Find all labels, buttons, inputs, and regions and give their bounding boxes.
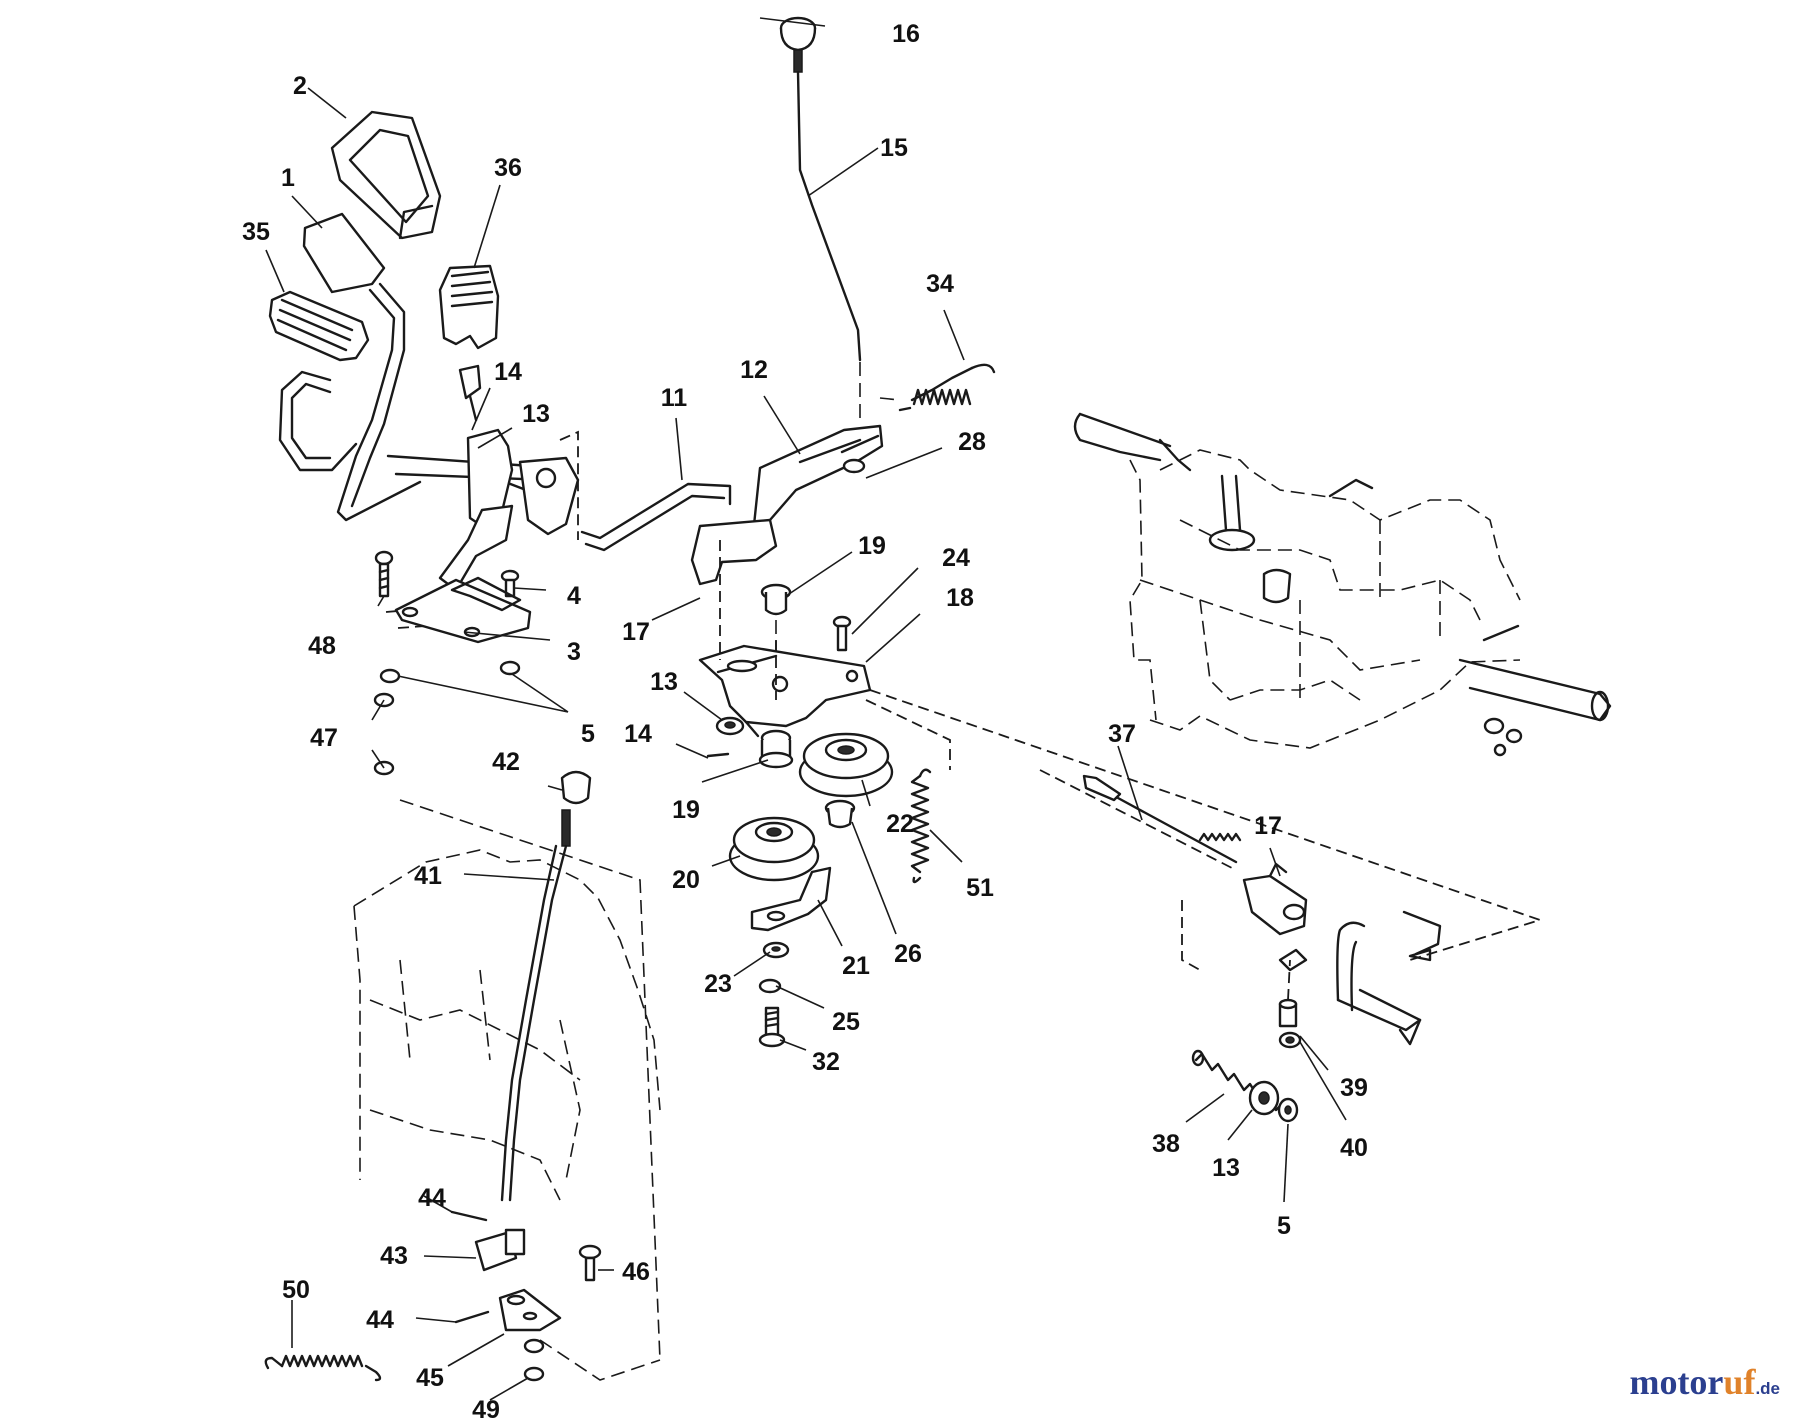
callout-5-left: 5 bbox=[581, 720, 595, 748]
part-46-bolt bbox=[578, 1244, 602, 1282]
callout-34: 34 bbox=[926, 270, 954, 298]
part-44-pin-lower bbox=[454, 1310, 490, 1324]
callout-51: 51 bbox=[966, 874, 994, 902]
callout-48: 48 bbox=[308, 632, 336, 660]
callout-3: 3 bbox=[567, 638, 581, 666]
watermark-tld: .de bbox=[1755, 1379, 1780, 1398]
part-39-bushing bbox=[1278, 998, 1298, 1028]
callout-35: 35 bbox=[242, 218, 270, 246]
callout-44-upper: 44 bbox=[418, 1184, 446, 1212]
callout-19-lower: 19 bbox=[672, 796, 700, 824]
part-2-pedal-pad bbox=[330, 110, 442, 240]
callout-24: 24 bbox=[942, 544, 970, 572]
watermark-name: motor bbox=[1629, 1362, 1724, 1402]
callout-4: 4 bbox=[567, 582, 581, 610]
callout-15: 15 bbox=[880, 134, 908, 162]
callout-13-right: 13 bbox=[1212, 1154, 1240, 1182]
part-44-pin-upper bbox=[450, 1210, 488, 1222]
part-49-nuts bbox=[523, 1338, 545, 1382]
part-1-pad bbox=[302, 212, 386, 294]
part-16-knob bbox=[779, 16, 817, 73]
part-35-pedal-pad bbox=[268, 290, 370, 362]
callout-28: 28 bbox=[958, 428, 986, 456]
callout-18: 18 bbox=[946, 584, 974, 612]
part-5-nuts bbox=[379, 660, 521, 684]
callout-17-right: 17 bbox=[1254, 812, 1282, 840]
fender-cover bbox=[353, 799, 661, 1381]
part-42-knob bbox=[560, 770, 592, 805]
callout-38: 38 bbox=[1152, 1130, 1180, 1158]
part-18-bracket bbox=[698, 644, 872, 738]
callout-40: 40 bbox=[1340, 1134, 1368, 1162]
part-23-washer bbox=[762, 941, 790, 959]
part-12-shift-lever bbox=[690, 424, 884, 586]
leader-lines bbox=[265, 17, 1347, 1401]
part-20-pulley bbox=[728, 816, 820, 882]
part-36-pedal bbox=[438, 264, 500, 350]
callout-41: 41 bbox=[414, 862, 442, 890]
callout-25: 25 bbox=[832, 1008, 860, 1036]
callout-26: 26 bbox=[894, 940, 922, 968]
callout-21: 21 bbox=[842, 952, 870, 980]
callout-23: 23 bbox=[704, 970, 732, 998]
callout-37: 37 bbox=[1108, 720, 1136, 748]
transmission-arm bbox=[1278, 910, 1442, 1046]
callout-5-right: 5 bbox=[1277, 1212, 1291, 1240]
callout-13: 13 bbox=[522, 400, 550, 428]
part-50-spring bbox=[264, 1354, 382, 1382]
part-15-shift-rod bbox=[796, 70, 862, 362]
callout-labels: 16 15 2 36 1 35 34 14 13 11 12 28 19 24 … bbox=[242, 20, 1368, 1419]
part-14-pin bbox=[706, 752, 730, 758]
part-26-bushing bbox=[824, 799, 856, 829]
part-41-rod bbox=[500, 809, 571, 1202]
part-40-nut bbox=[1278, 1031, 1302, 1049]
part-43-arm bbox=[474, 1228, 526, 1272]
callout-46: 46 bbox=[622, 1258, 650, 1286]
part-19-bushing-upper bbox=[760, 583, 792, 616]
part-34-spring bbox=[879, 363, 996, 412]
callout-39: 39 bbox=[1340, 1074, 1368, 1102]
callout-2: 2 bbox=[293, 72, 307, 100]
callout-20: 20 bbox=[672, 866, 700, 894]
callout-47: 47 bbox=[310, 724, 338, 752]
callout-44-lower: 44 bbox=[366, 1306, 394, 1334]
part-5-nut-right bbox=[1277, 1097, 1299, 1123]
callout-49: 49 bbox=[472, 1396, 500, 1419]
part-11-rod bbox=[580, 482, 732, 540]
part-48-bolt bbox=[374, 550, 394, 598]
callout-14: 14 bbox=[494, 358, 522, 386]
part-37-control-rod bbox=[1082, 774, 1242, 864]
callout-32: 32 bbox=[812, 1048, 840, 1076]
callout-45: 45 bbox=[416, 1364, 444, 1392]
callout-22: 22 bbox=[886, 810, 914, 838]
callout-1: 1 bbox=[281, 164, 295, 192]
part-17-bracket-right bbox=[1242, 862, 1308, 936]
callout-43: 43 bbox=[380, 1242, 408, 1270]
pedal-lever-assembly bbox=[278, 282, 580, 592]
transmission-housing bbox=[1073, 412, 1612, 757]
part-19-bushing-lower bbox=[758, 729, 794, 769]
part-51-spring bbox=[910, 768, 932, 884]
part-25-nut bbox=[758, 978, 782, 994]
callout-14-mid: 14 bbox=[624, 720, 652, 748]
part-45-bracket bbox=[498, 1288, 562, 1332]
callout-12: 12 bbox=[740, 356, 768, 384]
watermark-logo: motoruf.de bbox=[1629, 1361, 1780, 1403]
callout-17-left: 17 bbox=[622, 618, 650, 646]
watermark-accent: uf bbox=[1723, 1362, 1756, 1402]
callout-19-upper: 19 bbox=[858, 532, 886, 560]
callout-16: 16 bbox=[892, 20, 920, 48]
part-24-bolt bbox=[832, 615, 852, 652]
part-32-bolt bbox=[758, 1006, 786, 1048]
part-22-pulley bbox=[798, 732, 894, 798]
callout-50: 50 bbox=[282, 1276, 310, 1304]
callout-42: 42 bbox=[492, 748, 520, 776]
callout-13-mid: 13 bbox=[650, 668, 678, 696]
callout-11: 11 bbox=[661, 384, 688, 412]
callout-36: 36 bbox=[494, 154, 522, 182]
part-13-washer-right bbox=[1248, 1080, 1280, 1116]
part-47-nuts bbox=[373, 692, 395, 776]
